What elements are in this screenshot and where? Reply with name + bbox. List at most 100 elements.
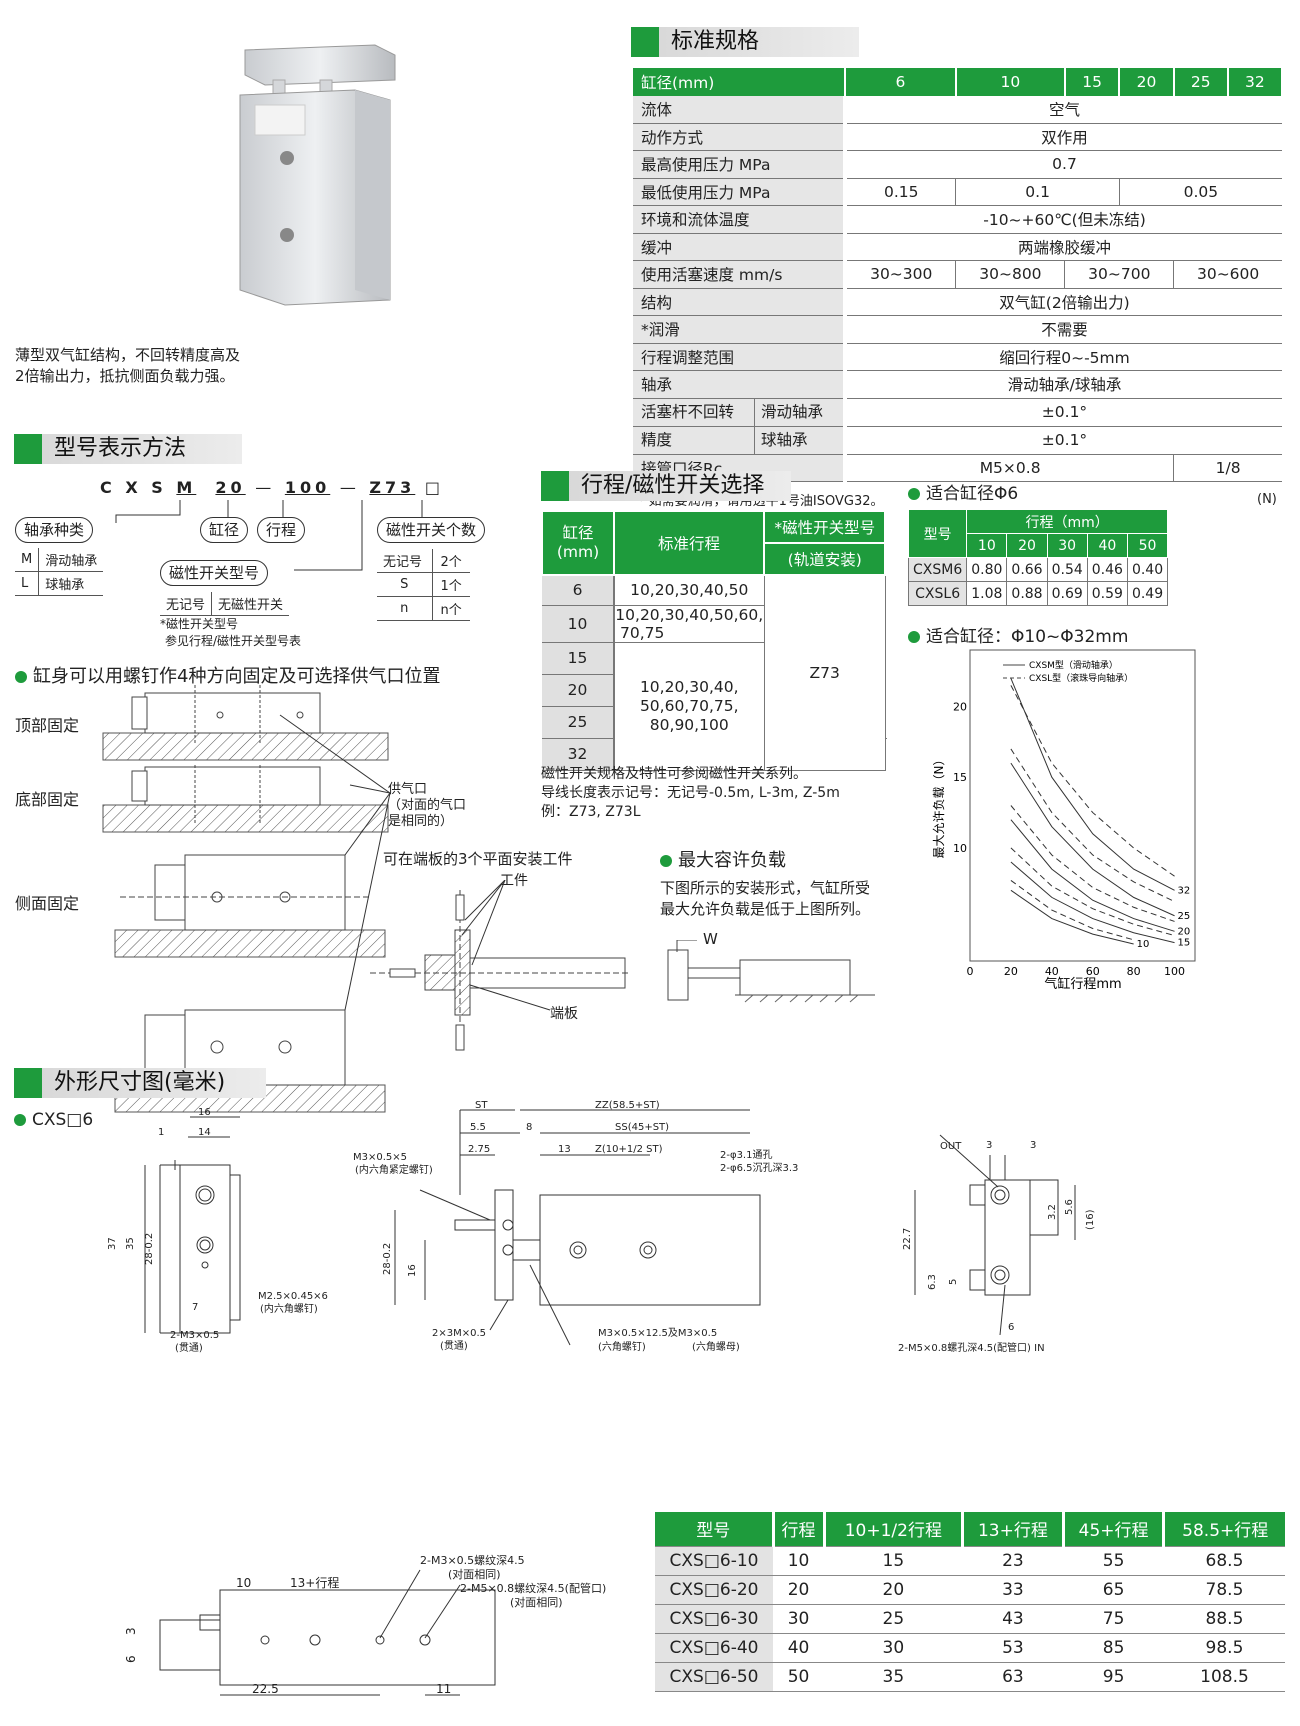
switch-type-box: 磁性开关型号 xyxy=(160,560,269,586)
spec-value: 0.7 xyxy=(844,150,1282,179)
nonrot-slide-label: 滑动轴承 xyxy=(761,402,824,421)
dim-out: OUT xyxy=(940,1141,962,1152)
dims-cell: 78.5 xyxy=(1163,1575,1285,1605)
dims-cell: 30 xyxy=(773,1604,825,1634)
code-bore: 20 xyxy=(215,478,246,497)
load6-val: 0.88 xyxy=(1006,581,1048,606)
dim-d6: 6 xyxy=(1008,1322,1014,1333)
bearing-type-box: 轴承种类 xyxy=(15,517,94,543)
stroke-title: 行程/磁性开关选择 xyxy=(541,471,791,501)
dim-m5: 2-M5×0.8螺孔深4.5(配管口) IN xyxy=(898,1341,1045,1354)
dims-cell: 50 xyxy=(773,1662,825,1692)
spec-value: 30~600 xyxy=(1173,260,1282,289)
dim-m3: 2-M3×0.5 xyxy=(170,1330,219,1341)
bore-6: 6 xyxy=(845,68,957,96)
dims-cell: 88.5 xyxy=(1163,1604,1285,1634)
dim-h35: 35 xyxy=(125,1237,136,1250)
bullet-icon xyxy=(908,631,920,643)
spec-value: ±0.1° xyxy=(844,398,1282,427)
dim-d56: 5.6 xyxy=(1064,1199,1075,1215)
dim-ss: SS(45+ST) xyxy=(615,1122,669,1133)
dims-h: 13+行程 xyxy=(962,1512,1065,1547)
dim-h37: 37 xyxy=(107,1237,118,1250)
load6-title: 适合缸径Φ6 xyxy=(908,479,1018,504)
h-sw1: *磁性开关型号 xyxy=(762,510,887,544)
bore-box: 缸径 xyxy=(200,517,249,543)
switch-row: 无记号无磁性开关 xyxy=(160,592,290,616)
dim-d55: 5.5 xyxy=(470,1122,486,1133)
s15b: 50,60,70,75, xyxy=(639,696,739,715)
dim-hole1: 2-φ3.1通孔 xyxy=(720,1149,772,1161)
chart-series-line-32-dashed xyxy=(1010,685,1175,877)
spec-value: -10~+60℃(但未冻结) xyxy=(844,205,1282,234)
chart-y-tick: 10 xyxy=(953,842,967,855)
spec-value: 双作用 xyxy=(844,123,1282,151)
dims-h: 型号 xyxy=(655,1512,775,1547)
spec-value: 0.15 xyxy=(844,178,956,206)
dims-cell: 10 xyxy=(773,1546,825,1576)
spec-value: 30~300 xyxy=(844,260,956,289)
load6-model: CXSL6 xyxy=(907,581,968,606)
dim-m25: M2.5×0.45×6 xyxy=(258,1291,328,1302)
chart-x-tick: 0 xyxy=(967,965,974,978)
bore-25: 25 xyxy=(1173,68,1229,96)
code-count: □ xyxy=(424,478,444,497)
dims-cell: 53 xyxy=(962,1633,1064,1663)
bearing-code: L xyxy=(15,571,40,596)
load6-val: 0.46 xyxy=(1086,557,1128,582)
stroke-bore: 6 xyxy=(542,574,615,606)
load6-unit: (N) xyxy=(1257,492,1277,507)
bearing-code: M xyxy=(15,548,40,572)
bullet-icon xyxy=(15,671,27,683)
chart-x-tick: 100 xyxy=(1164,965,1185,978)
spec-row: 活塞杆不回转滑动轴承±0.1° xyxy=(633,398,1282,427)
dim-d1: 1 xyxy=(158,1127,164,1138)
h-bore2: (mm) xyxy=(556,543,600,561)
bore-15: 15 xyxy=(1064,68,1121,96)
stroke-bore: 15 xyxy=(542,641,615,675)
code-dash: — xyxy=(255,478,276,497)
h-sw2: (轨道安装) xyxy=(762,542,887,576)
chart-series-line-25-solid xyxy=(1010,762,1175,917)
spec-value: 30~700 xyxy=(1064,260,1174,289)
load6-stroke: 10 xyxy=(966,533,1008,558)
dims-cell: CXS□6-30 xyxy=(655,1604,773,1634)
code-dash: — xyxy=(339,478,360,497)
spec-value: 0.1 xyxy=(955,178,1120,206)
spec-label: *润滑 xyxy=(633,315,847,344)
spec-label-split: 活塞杆不回转滑动轴承 xyxy=(633,398,847,427)
chart-series-label: 25 xyxy=(1178,911,1191,922)
s15c: 80,90,100 xyxy=(649,715,729,734)
spec-row: *润滑不需要 xyxy=(633,315,1282,344)
dim-d13: 13 xyxy=(558,1144,571,1155)
bearing-name: 球轴承 xyxy=(45,578,85,593)
chart-series-line-10-dashed xyxy=(1010,880,1134,941)
front-view-drawing: 16 14 1 37 35 28-0.2 7 M2.5×0.45×6 (内六角螺… xyxy=(107,1107,328,1354)
maxload-drawing xyxy=(667,940,875,1003)
load6-val: 0.40 xyxy=(1126,557,1169,582)
stroke-note1: 磁性开关规格及特性可参阅磁性开关系列。 xyxy=(541,766,807,782)
dims-cell: CXS□6-10 xyxy=(655,1546,773,1576)
dim-d11: 11 xyxy=(436,1682,451,1696)
spec-label: 轴承 xyxy=(633,370,847,399)
spec-row: 缓冲两端橡胶缓冲 xyxy=(633,233,1282,261)
dims-cell: 108.5 xyxy=(1163,1662,1285,1692)
s10a: 10,20,30,40,50,60, xyxy=(615,605,764,624)
chart-y-tick: 15 xyxy=(953,771,967,784)
load6-val: 1.08 xyxy=(966,581,1008,606)
switch-note: *磁性开关型号 参见行程/磁性开关型号表 xyxy=(160,616,301,650)
chart-series-label: 32 xyxy=(1178,885,1191,896)
chart-series-line-10-solid xyxy=(1010,889,1134,945)
code-c: C xyxy=(100,478,116,497)
dims-title: 外形尺寸图(毫米) xyxy=(14,1068,266,1098)
spec-row: 环境和流体温度-10~+60℃(但未冻结) xyxy=(633,205,1282,234)
dim-m3bn: (贯通) xyxy=(440,1340,468,1352)
spec-label: 最高使用压力 MPa xyxy=(633,150,847,179)
code-switch: Z73 xyxy=(369,478,416,497)
bore-20: 20 xyxy=(1119,68,1175,96)
s15a: 10,20,30,40, xyxy=(639,677,739,696)
stroke-empty xyxy=(885,737,886,770)
